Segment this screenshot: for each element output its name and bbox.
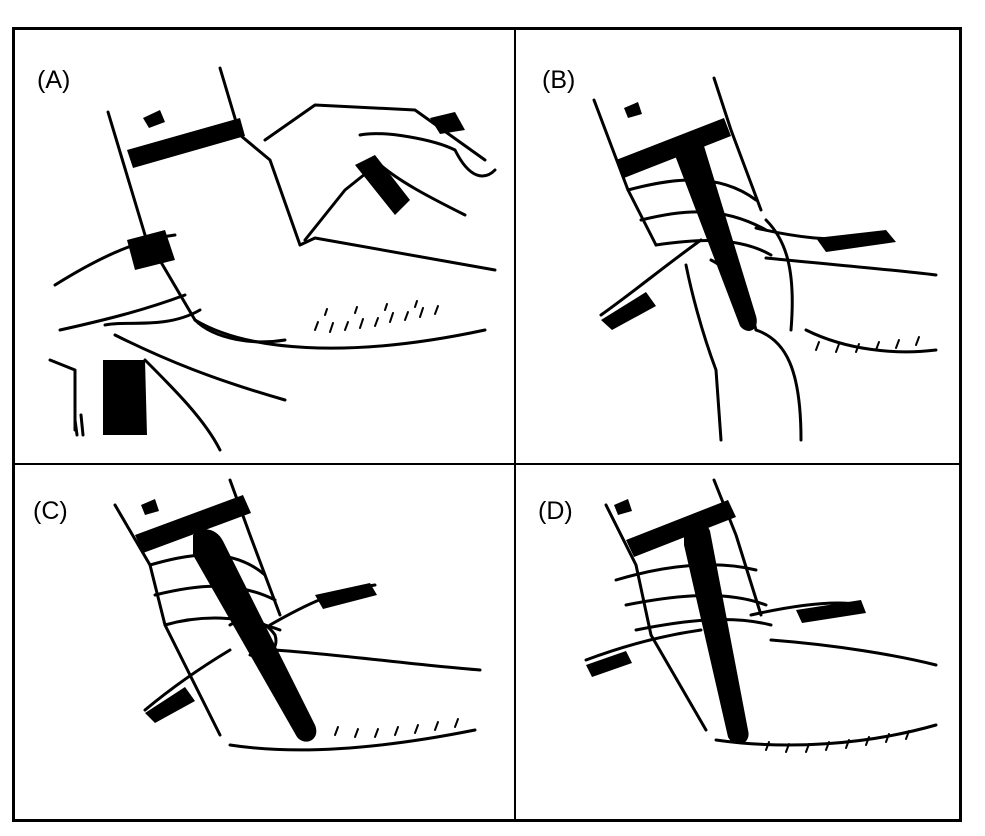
panel-b-illustration [516, 30, 959, 463]
panel-b: (B) [516, 30, 959, 463]
panel-c: (C) [15, 465, 514, 819]
panel-d-illustration [516, 465, 959, 819]
panel-d: (D) [516, 465, 959, 819]
panel-a-illustration [15, 30, 514, 463]
panel-c-illustration [15, 465, 514, 819]
panel-a: (A) [15, 30, 514, 463]
